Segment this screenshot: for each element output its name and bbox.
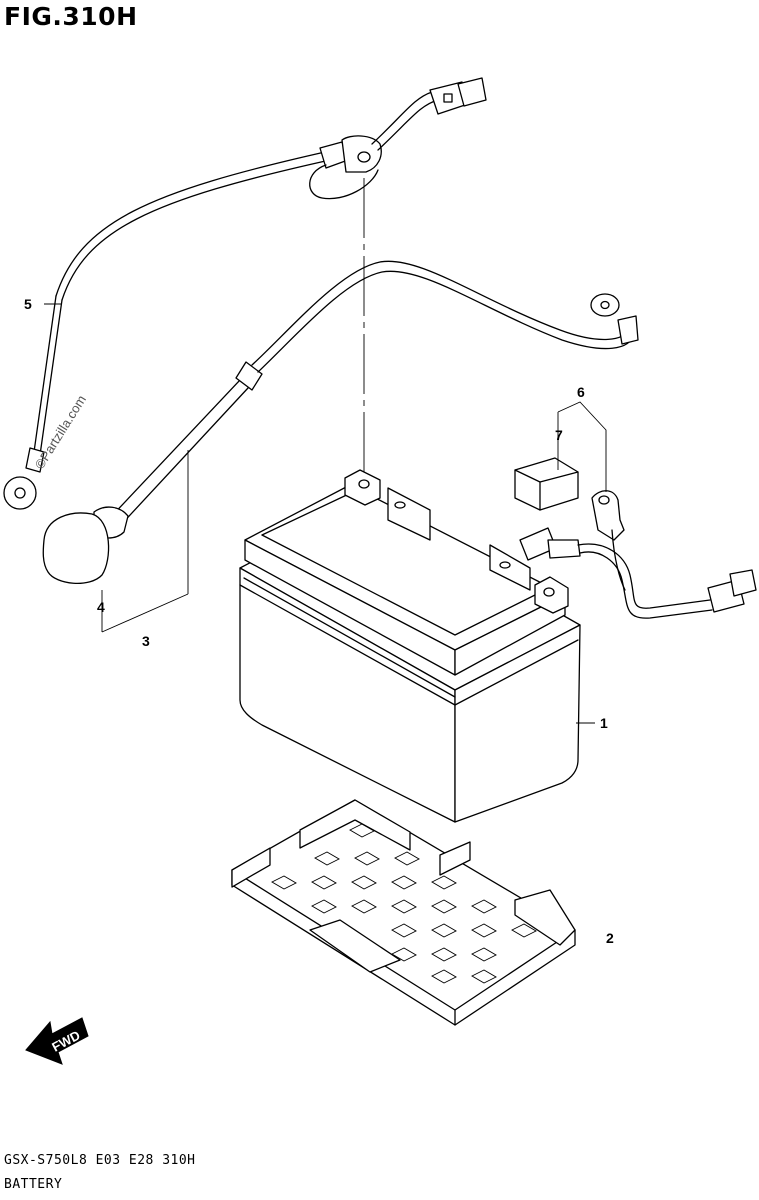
callout-2: 2 xyxy=(606,930,614,946)
section-name: BATTERY xyxy=(4,1177,63,1192)
positive-lead-assembly[interactable] xyxy=(514,457,757,619)
callout-4: 4 xyxy=(97,599,105,615)
callout-7: 7 xyxy=(555,427,563,443)
callout-5: 5 xyxy=(24,296,32,312)
fwd-arrow-icon: FWD xyxy=(25,1017,89,1065)
tray-slots xyxy=(271,823,537,984)
battery[interactable] xyxy=(239,469,581,823)
negative-cable[interactable] xyxy=(3,77,487,510)
model-code: GSX-S750L8 E03 E28 310H xyxy=(4,1153,196,1168)
battery-tray[interactable] xyxy=(231,799,576,1026)
callout-1: 1 xyxy=(600,715,608,731)
fwd-label: FWD xyxy=(49,1028,82,1055)
positive-cable[interactable] xyxy=(42,260,639,585)
callout-6: 6 xyxy=(577,384,585,400)
figure-title: FIG.310H xyxy=(4,2,138,31)
callout-leaders xyxy=(44,303,607,724)
callout-3: 3 xyxy=(142,633,150,649)
